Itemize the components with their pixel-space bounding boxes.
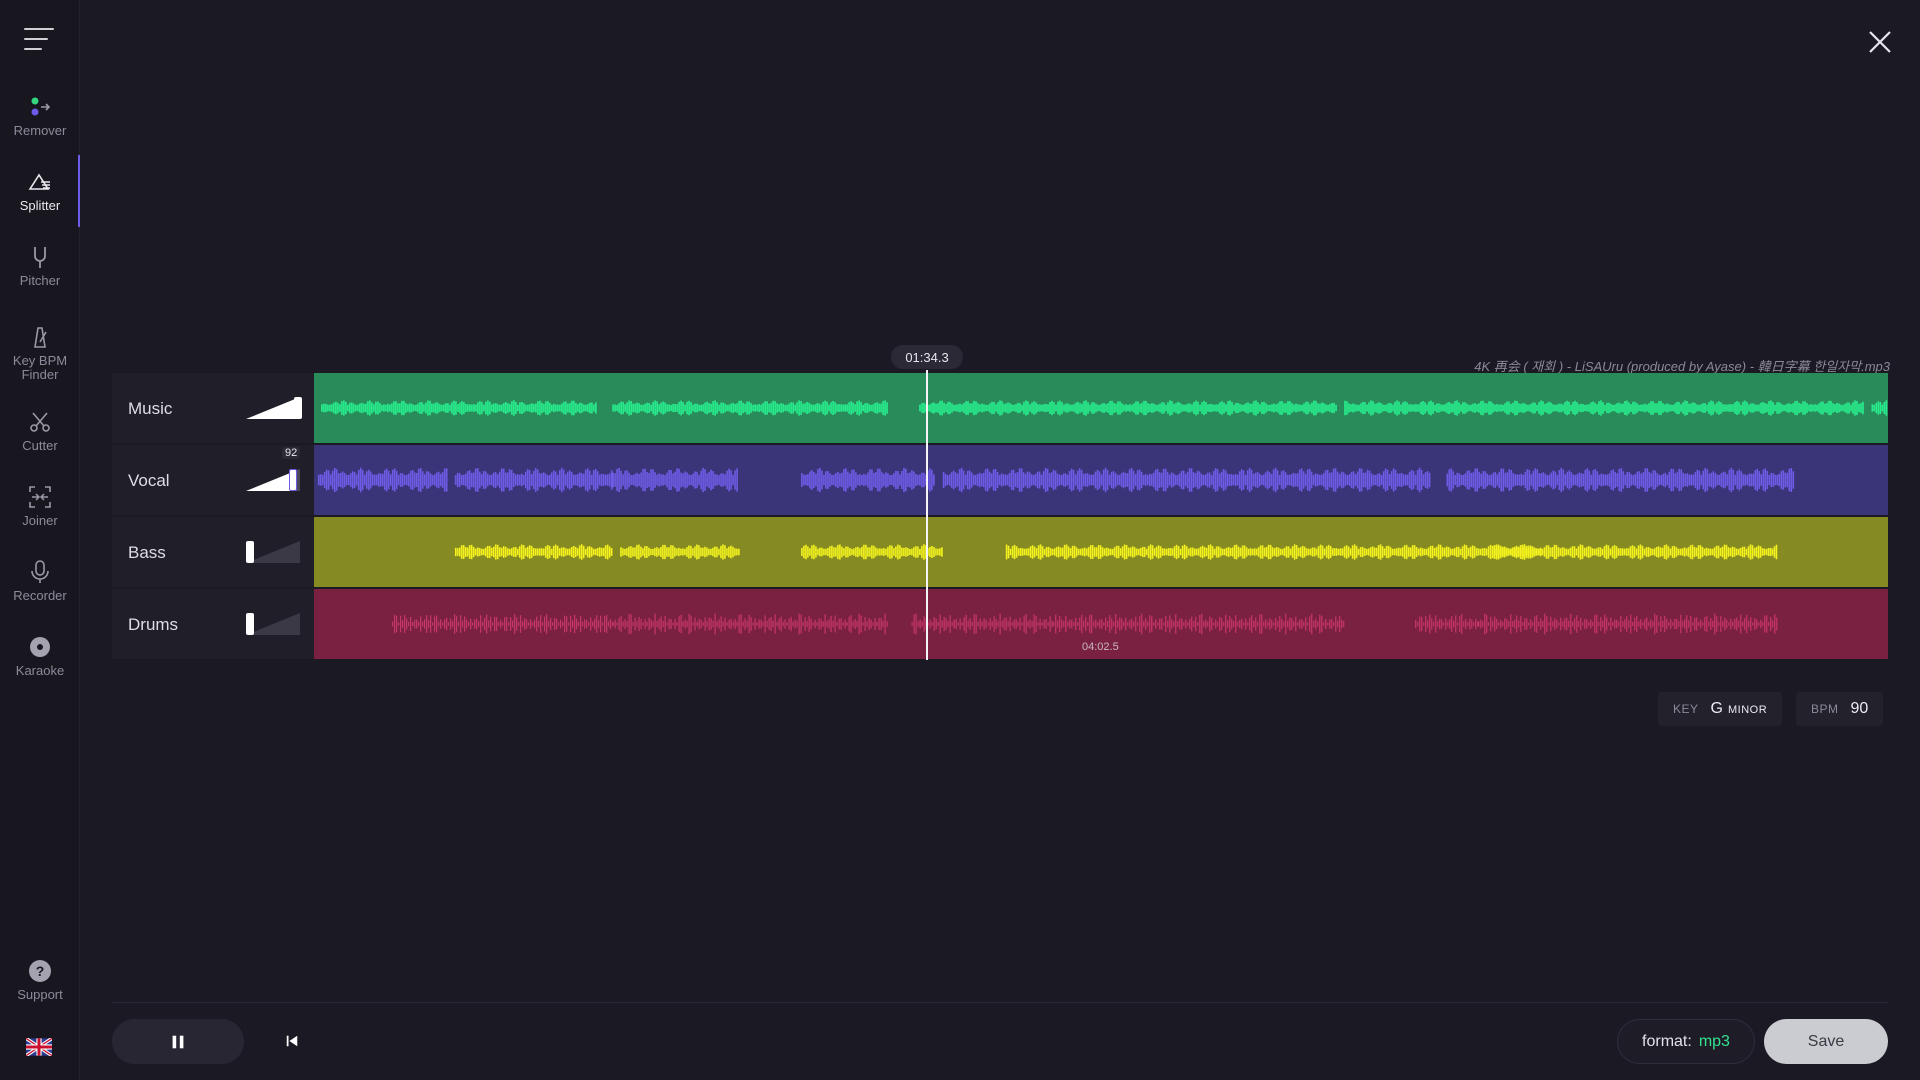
waveform-segment xyxy=(321,400,597,416)
tuning-fork-icon xyxy=(34,247,46,268)
sidebar-item-joiner[interactable]: Joiner xyxy=(0,470,80,542)
volume-knob[interactable] xyxy=(289,469,297,491)
waveform-segment xyxy=(454,544,613,560)
drums-volume-slider[interactable] xyxy=(246,611,300,637)
sidebar-item-label: Key BPM Finder xyxy=(12,353,68,382)
volume-knob[interactable] xyxy=(246,613,254,635)
waveform xyxy=(454,544,1778,560)
waveform-segment xyxy=(1415,614,1479,634)
waveform-segment xyxy=(919,400,1337,416)
waveform-segment xyxy=(801,467,935,493)
volume-value-badge: 92 xyxy=(282,447,301,459)
hover-time-label: 04:02.5 xyxy=(1082,641,1119,653)
bpm-value: 90 xyxy=(1850,700,1869,717)
track-name: Drums xyxy=(128,615,179,634)
track-music: Music xyxy=(112,373,1888,443)
track-name: Vocal xyxy=(128,471,170,490)
svg-text:?: ? xyxy=(36,963,45,979)
waveform-segment xyxy=(911,613,1053,635)
vocal-waveform-lane[interactable] xyxy=(314,445,1888,515)
sidebar-item-recorder[interactable]: Recorder xyxy=(0,545,80,617)
sidebar-item-label: Joiner xyxy=(22,513,58,528)
sidebar-item-label: Pitcher xyxy=(19,273,61,288)
remover-icon xyxy=(31,97,51,116)
volume-knob[interactable] xyxy=(294,397,302,419)
sidebar: Remover Splitter Pitcher Key BPM Finder … xyxy=(0,0,80,1080)
uk-flag-icon[interactable] xyxy=(25,1036,53,1058)
file-name: 4K 再会 ( 재회 ) - LiSAUru (produced by Ayas… xyxy=(1474,359,1890,374)
microphone-icon xyxy=(31,560,49,583)
format-value: mp3 xyxy=(1698,1032,1730,1050)
format-label: format: xyxy=(1642,1032,1692,1050)
waveform-segment xyxy=(1871,400,1888,416)
footer-divider xyxy=(112,1002,1888,1003)
menu-icon[interactable] xyxy=(24,28,54,52)
track-bass: Bass xyxy=(112,517,1888,587)
waveform-segment xyxy=(801,544,943,560)
bpm-label: BPM xyxy=(1811,702,1839,716)
waveform xyxy=(317,467,1795,493)
waveform xyxy=(392,613,1778,635)
splitter-icon xyxy=(28,173,50,190)
track-vocal: Vocal 92 xyxy=(112,445,1888,515)
waveform-segment xyxy=(620,544,740,560)
pause-button[interactable] xyxy=(112,1019,244,1064)
music-waveform-lane[interactable] xyxy=(314,373,1888,443)
waveform-segment xyxy=(1053,613,1345,635)
track-drums: Drums xyxy=(112,589,1888,659)
playhead[interactable] xyxy=(926,370,928,660)
joiner-icon xyxy=(29,486,51,508)
waveform-segment xyxy=(392,614,614,634)
waveform-segment xyxy=(317,467,448,493)
waveform-segment xyxy=(942,467,1431,493)
music-volume-slider[interactable] xyxy=(246,395,302,421)
sidebar-item-label: Splitter xyxy=(19,198,61,213)
waveform-segment xyxy=(612,613,888,635)
waveform-segment xyxy=(612,467,738,493)
sidebar-item-splitter[interactable]: Splitter xyxy=(0,155,80,227)
bass-volume-slider[interactable] xyxy=(246,539,300,565)
sidebar-item-pitcher[interactable]: Pitcher xyxy=(0,230,80,302)
sidebar-item-karaoke[interactable]: Karaoke xyxy=(0,620,80,692)
vocal-volume-slider[interactable] xyxy=(246,467,300,493)
support-icon: ? xyxy=(29,960,51,982)
sidebar-item-support[interactable]: ? Support xyxy=(0,944,80,1016)
waveform-segment xyxy=(454,467,613,493)
karaoke-disc-icon xyxy=(30,637,50,657)
waveform-segment xyxy=(1478,613,1778,635)
sidebar-item-label: Remover xyxy=(13,123,67,138)
sidebar-item-label: Cutter xyxy=(22,438,58,453)
sidebar-item-key-bpm-finder[interactable]: Key BPM Finder xyxy=(0,312,80,394)
pause-icon xyxy=(172,1035,184,1048)
current-time-badge: 01:34.3 xyxy=(891,345,963,369)
skip-back-icon xyxy=(286,1035,298,1047)
drums-waveform-lane[interactable] xyxy=(314,589,1888,659)
save-button[interactable]: Save xyxy=(1764,1019,1888,1064)
waveform-segment xyxy=(1344,400,1864,416)
waveform-segment xyxy=(1005,544,1542,560)
waveform-segment xyxy=(1446,467,1795,493)
format-selector[interactable]: format: mp3 xyxy=(1617,1019,1755,1064)
sidebar-item-label: Karaoke xyxy=(15,663,65,678)
track-name: Bass xyxy=(128,543,166,562)
sidebar-item-label: Recorder xyxy=(13,588,67,603)
volume-knob[interactable] xyxy=(246,541,254,563)
waveform-segment xyxy=(1493,544,1778,560)
bass-waveform-lane[interactable] xyxy=(314,517,1888,587)
sidebar-item-cutter[interactable]: Cutter xyxy=(0,395,80,467)
rewind-button[interactable] xyxy=(280,1028,304,1054)
metronome-icon xyxy=(34,327,47,348)
sidebar-item-remover[interactable]: Remover xyxy=(0,80,80,152)
key-label: KEY xyxy=(1673,702,1699,716)
bpm-chip: BPM 90 xyxy=(1796,692,1884,726)
track-name: Music xyxy=(128,399,173,418)
waveform-segment xyxy=(612,400,888,416)
close-icon[interactable] xyxy=(1864,26,1896,58)
sidebar-item-label: Support xyxy=(17,987,63,1002)
scissors-icon xyxy=(30,412,50,432)
waveform xyxy=(321,400,1888,416)
